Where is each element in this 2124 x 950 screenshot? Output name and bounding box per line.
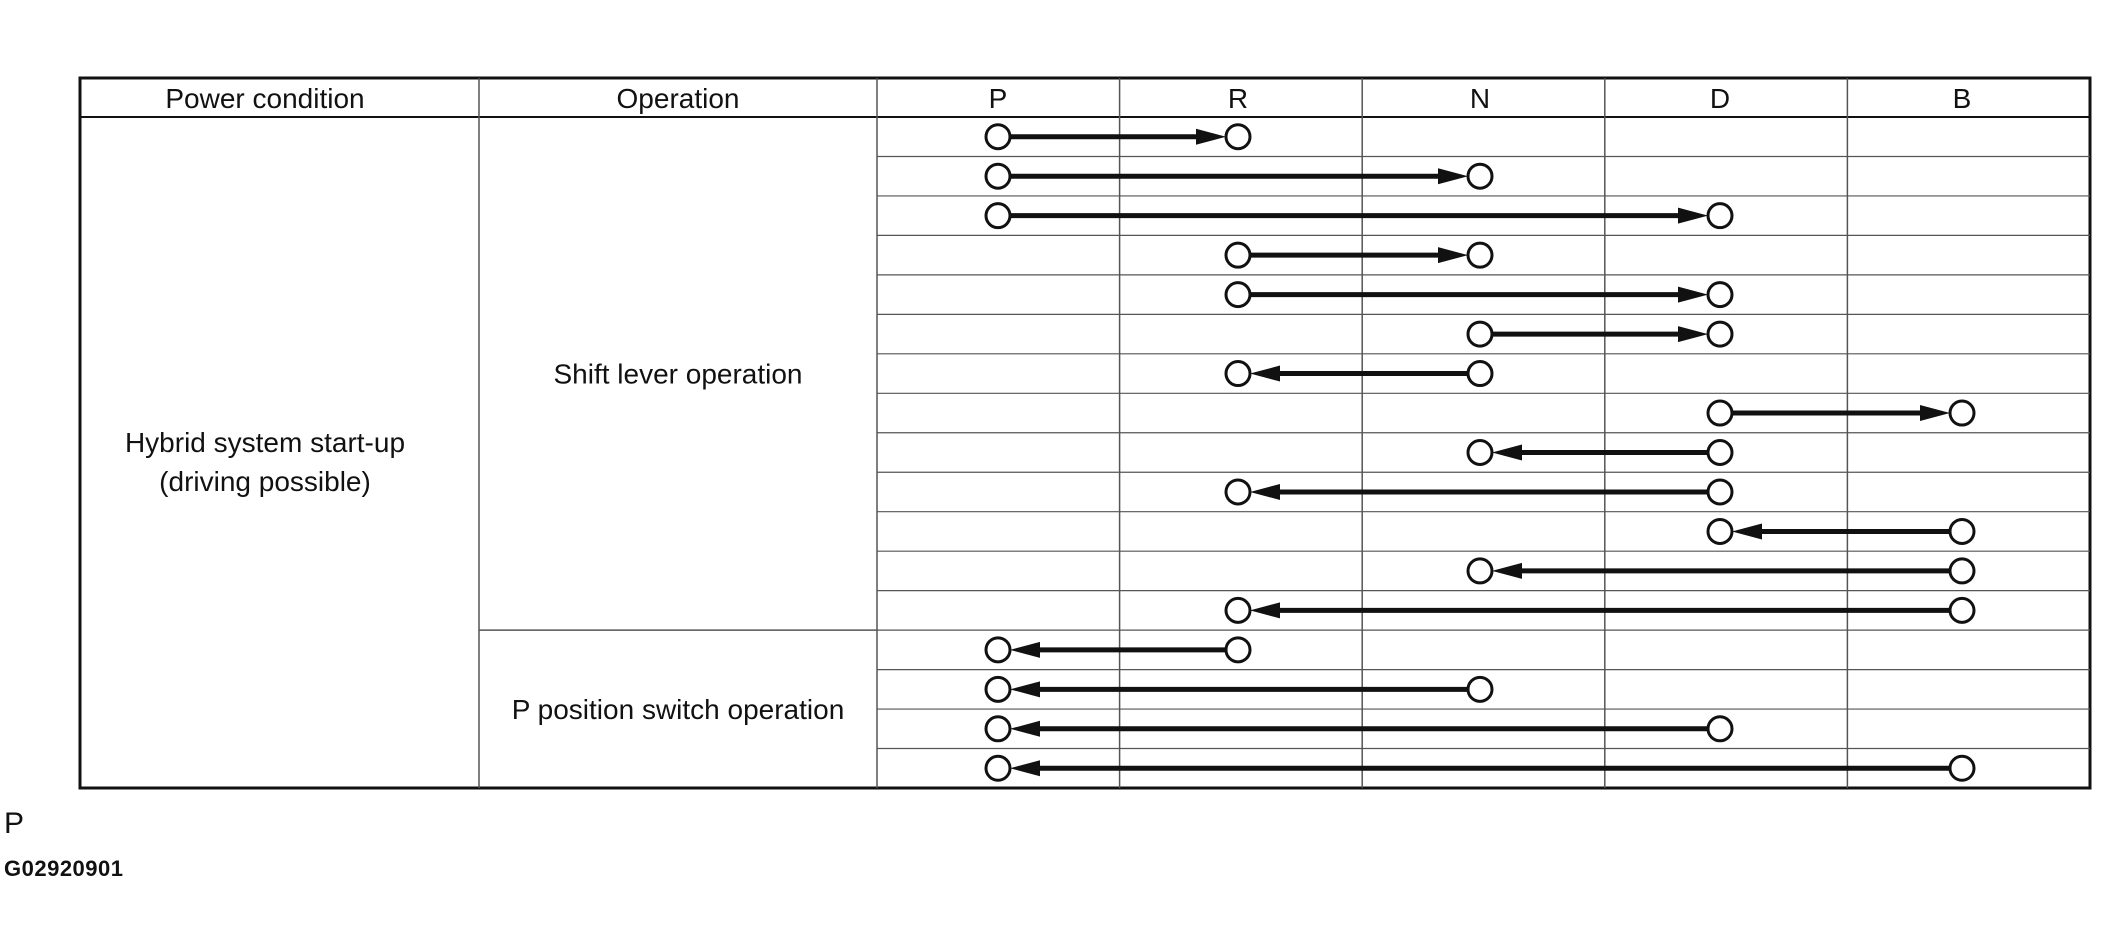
to-position-marker — [984, 636, 1012, 664]
arrow-head-icon — [1010, 681, 1040, 698]
shift-transition-table: Power condition Operation Hybrid system … — [78, 76, 2092, 790]
to-position-marker — [1224, 360, 1252, 388]
from-position-marker — [1948, 557, 1976, 585]
transition-rows — [984, 123, 1976, 782]
power-condition-line1: Hybrid system start-up — [125, 427, 405, 458]
from-position-marker — [984, 162, 1012, 190]
transition-n-to-r — [1224, 360, 1494, 388]
to-position-marker — [1224, 596, 1252, 624]
to-position-marker — [1466, 162, 1494, 190]
arrow-head-icon — [1196, 128, 1226, 145]
arrow-head-icon — [1678, 326, 1708, 343]
power-condition-line2: (driving possible) — [159, 466, 371, 497]
transition-n-to-p — [984, 675, 1494, 703]
to-position-marker — [1466, 557, 1494, 585]
arrow-head-icon — [1250, 602, 1280, 619]
to-position-marker — [984, 675, 1012, 703]
from-position-marker — [1224, 241, 1252, 269]
to-position-marker — [1466, 241, 1494, 269]
from-position-marker — [984, 123, 1012, 151]
from-position-marker — [1224, 281, 1252, 309]
arrow-head-icon — [1678, 207, 1708, 224]
transition-b-to-n — [1466, 557, 1976, 585]
from-position-marker — [1466, 320, 1494, 348]
arrow-head-icon — [1732, 523, 1762, 540]
from-position-marker — [1706, 478, 1734, 506]
transition-p-to-d — [984, 202, 1734, 230]
to-position-marker — [984, 754, 1012, 782]
operation-label-1: P position switch operation — [512, 694, 845, 725]
transition-p-to-n — [984, 162, 1494, 190]
to-position-marker — [1466, 439, 1494, 466]
header-position-r: R — [1228, 83, 1248, 114]
to-position-marker — [1948, 399, 1976, 427]
to-position-marker — [1706, 281, 1734, 309]
transition-d-to-n — [1466, 439, 1734, 466]
from-position-marker — [1706, 399, 1734, 427]
from-position-marker — [1948, 754, 1976, 782]
transition-r-to-p — [984, 636, 1252, 664]
arrow-head-icon — [1438, 247, 1468, 264]
to-position-marker — [1706, 320, 1734, 348]
header-position-p: P — [989, 83, 1008, 114]
from-position-marker — [1706, 715, 1734, 743]
transition-b-to-r — [1224, 596, 1976, 624]
from-position-marker — [1948, 517, 1976, 545]
arrow-head-icon — [1920, 405, 1950, 422]
transition-d-to-r — [1224, 478, 1734, 506]
arrow-head-icon — [1010, 641, 1040, 658]
table-grid — [78, 76, 2092, 790]
from-position-marker — [1466, 360, 1494, 388]
transition-d-to-b — [1706, 399, 1976, 427]
footnote: P — [4, 807, 25, 840]
transition-p-to-r — [984, 123, 1252, 151]
transition-b-to-p — [984, 754, 1976, 782]
arrow-head-icon — [1438, 168, 1468, 185]
arrow-head-icon — [1678, 286, 1708, 303]
operation-group-labels: Shift lever operation P position switch o… — [512, 359, 845, 726]
arrow-head-icon — [1250, 483, 1280, 500]
header-position-d: D — [1710, 83, 1730, 114]
header-position-n: N — [1470, 83, 1490, 114]
transition-b-to-d — [1706, 517, 1976, 545]
to-position-marker — [1224, 478, 1252, 506]
arrow-head-icon — [1010, 720, 1040, 737]
to-position-marker — [1706, 517, 1734, 545]
header-operation: Operation — [617, 83, 740, 114]
operation-label-0: Shift lever operation — [553, 359, 802, 390]
to-position-marker — [1706, 202, 1734, 230]
from-position-marker — [1706, 439, 1734, 466]
transition-n-to-d — [1466, 320, 1734, 348]
figure-code: G02920901 — [4, 856, 124, 881]
from-position-marker — [1466, 675, 1494, 703]
header-position-b: B — [1953, 83, 1972, 114]
to-position-marker — [984, 715, 1012, 743]
transition-r-to-n — [1224, 241, 1494, 269]
header-power-condition: Power condition — [165, 83, 364, 114]
arrow-head-icon — [1250, 365, 1280, 382]
arrow-head-icon — [1492, 562, 1522, 579]
arrow-head-icon — [1010, 760, 1040, 777]
arrow-head-icon — [1492, 444, 1522, 461]
from-position-marker — [1224, 636, 1252, 664]
to-position-marker — [1224, 123, 1252, 151]
transition-d-to-p — [984, 715, 1734, 743]
transition-r-to-d — [1224, 281, 1734, 309]
from-position-marker — [1948, 596, 1976, 624]
from-position-marker — [984, 202, 1012, 230]
